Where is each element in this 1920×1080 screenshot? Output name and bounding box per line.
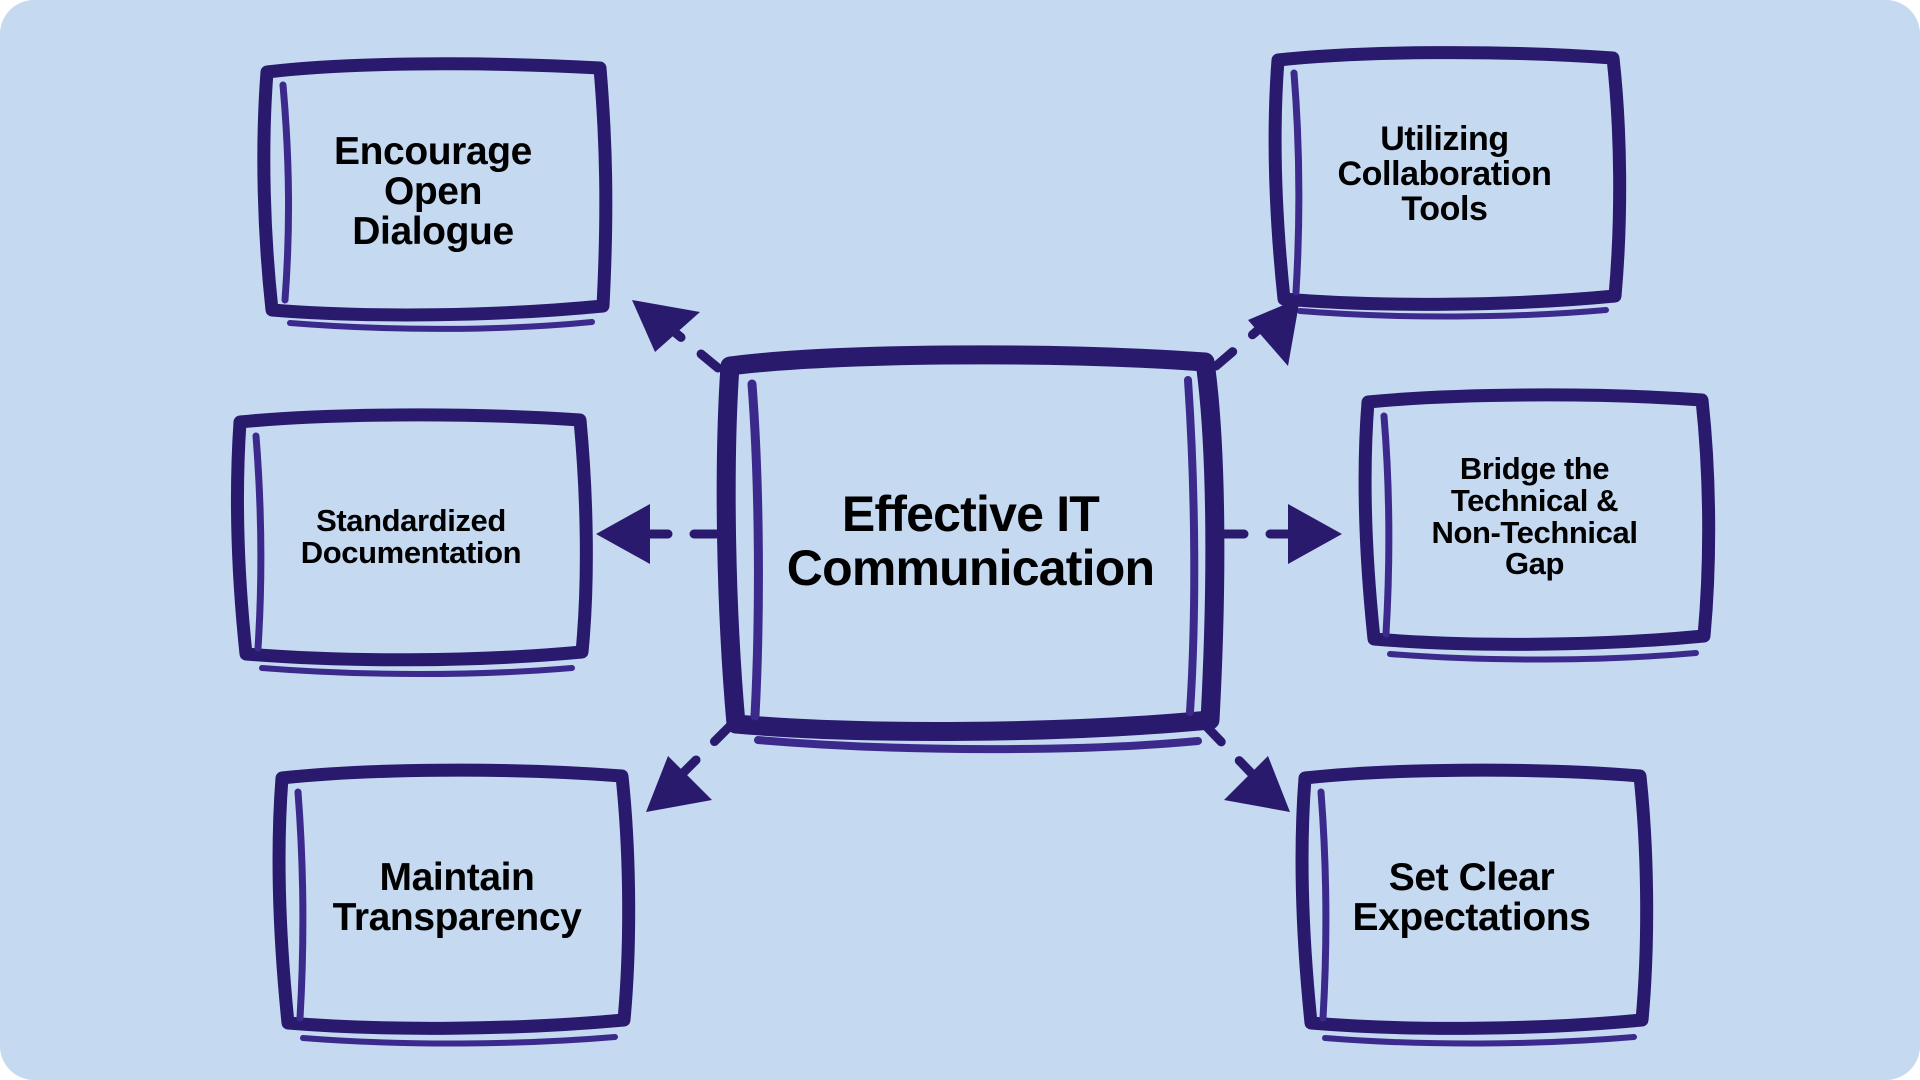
node-label-encourage-open-dialogue[interactable]: Encourage Open Dialogue xyxy=(334,129,532,254)
node-label-standardized-documentation[interactable]: Standardized Documentation xyxy=(300,503,522,570)
connector-center-to-standardized-documentation xyxy=(596,504,721,564)
connector-center-to-encourage-open-dialogue xyxy=(632,300,723,373)
node-label-maintain-transparency[interactable]: Maintain Transparency xyxy=(332,855,582,939)
node-label-effective-it-communication[interactable]: Effective IT Communication xyxy=(786,486,1155,596)
node-label-bridge-technical-gap[interactable]: Bridge the Technical & Non-Technical Gap xyxy=(1431,450,1638,582)
connector-center-to-bridge-technical-gap xyxy=(1217,504,1342,564)
connector-center-to-set-clear-expectations xyxy=(1201,721,1290,812)
connector-center-to-maintain-transparency xyxy=(646,721,735,812)
connector-center-to-utilizing-collaboration-tools xyxy=(1211,298,1300,371)
node-label-set-clear-expectations[interactable]: Set Clear Expectations xyxy=(1352,855,1591,939)
node-label-utilizing-collaboration-tools[interactable]: Utilizing Collaboration Tools xyxy=(1337,119,1552,228)
